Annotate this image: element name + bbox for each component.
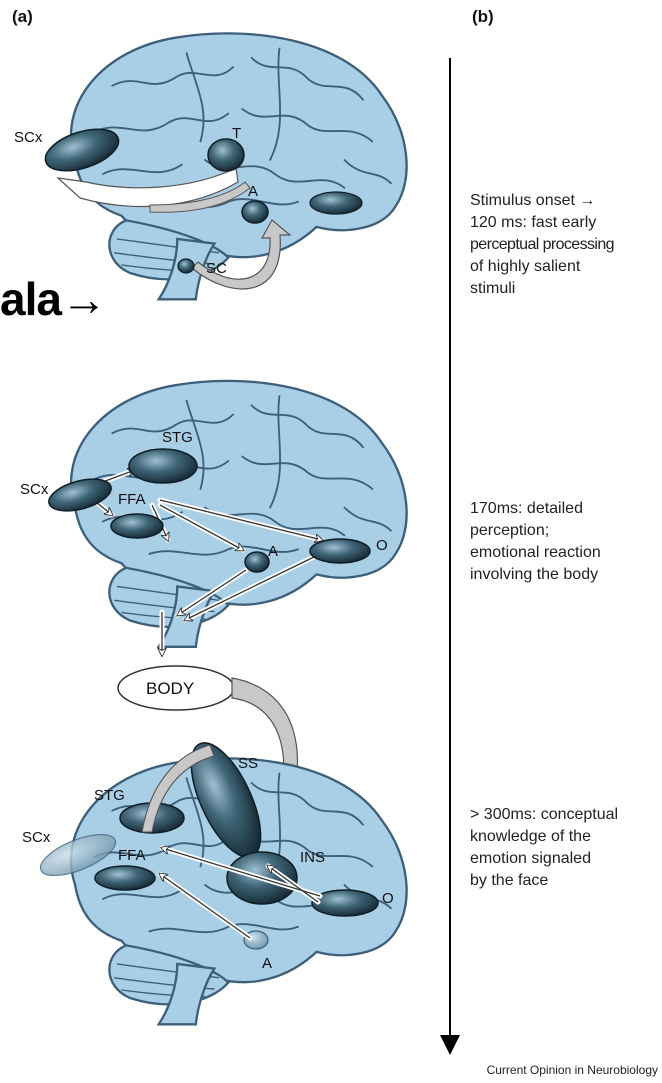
timeline-line: 120 ms: fast early: [470, 212, 660, 234]
credit-line: Current Opinion in Neurobiology: [487, 1063, 658, 1077]
panel-label-b: (b): [472, 7, 494, 26]
timeline-text-stage-1: Stimulus onset → 120 ms: fast early perc…: [470, 190, 660, 300]
timeline-line: 170ms: detailed: [470, 498, 660, 520]
brain-3-label-ffa: FFA: [118, 847, 146, 864]
timeline-line: perception;: [470, 520, 660, 542]
panel-label-a: (a): [12, 7, 33, 26]
timeline-line: emotion signaled: [470, 848, 660, 870]
brain-1-region-occipital: [310, 192, 362, 214]
brain-2-label-ffa: FFA: [118, 491, 146, 508]
brain-2-region-o: [310, 539, 370, 563]
brain-3-label-stg: STG: [94, 787, 125, 804]
brain-1: SCx T A SC: [14, 33, 407, 299]
timeline-line: emotional reaction: [470, 542, 660, 564]
brain-2: STG SCx FFA A O: [20, 381, 407, 655]
timeline-text-stage-3: > 300ms: conceptual knowledge of the emo…: [470, 804, 660, 892]
timeline-text-stage-2: 170ms: detailed perception; emotional re…: [470, 498, 660, 586]
timeline-line: knowledge of the: [470, 826, 660, 848]
brain-1-region-t: [208, 139, 244, 171]
timeline-line: by the face: [470, 870, 660, 892]
brain-2-region-stg: [129, 449, 197, 483]
brain-3-label-scx: SCx: [22, 829, 51, 846]
body-label: BODY: [146, 679, 194, 698]
brain-1-label-sc: SC: [206, 260, 227, 277]
timeline-line: Stimulus onset →: [470, 190, 660, 212]
brain-1-label-a: A: [248, 183, 258, 200]
timeline-line: involving the body: [470, 564, 660, 586]
brain-2-illustration: [71, 381, 407, 647]
brain-3-label-ss: SS: [238, 755, 258, 772]
timeline-line: of highly salient: [470, 256, 660, 278]
brain-3-region-o: [312, 890, 378, 916]
brain-3-region-ffa: [95, 866, 155, 890]
timeline-line: perceptual processing: [470, 234, 660, 256]
timeline-line: stimuli: [470, 278, 660, 300]
overlay-text: ala→: [0, 272, 106, 326]
timeline-line: > 300ms: conceptual: [470, 804, 660, 826]
brain-2-label-stg: STG: [162, 429, 193, 446]
brain-2-label-a: A: [268, 543, 278, 560]
brain-1-region-sc: [178, 259, 194, 273]
brain-2-label-scx: SCx: [20, 481, 49, 498]
brain-3-label-a: A: [262, 955, 272, 972]
brain-1-label-t: T: [232, 125, 241, 142]
brain-2-label-o: O: [376, 537, 388, 554]
brain-3-label-o: O: [382, 890, 394, 907]
brain-1-region-a: [242, 201, 268, 223]
brain-1-label-scx: SCx: [14, 129, 43, 146]
brain-3-label-ins: INS: [300, 849, 325, 866]
brain-2-region-ffa: [111, 514, 163, 538]
brain-2-region-a: [245, 552, 269, 572]
brain-3: SS STG SCx FFA INS O A: [22, 733, 407, 1024]
